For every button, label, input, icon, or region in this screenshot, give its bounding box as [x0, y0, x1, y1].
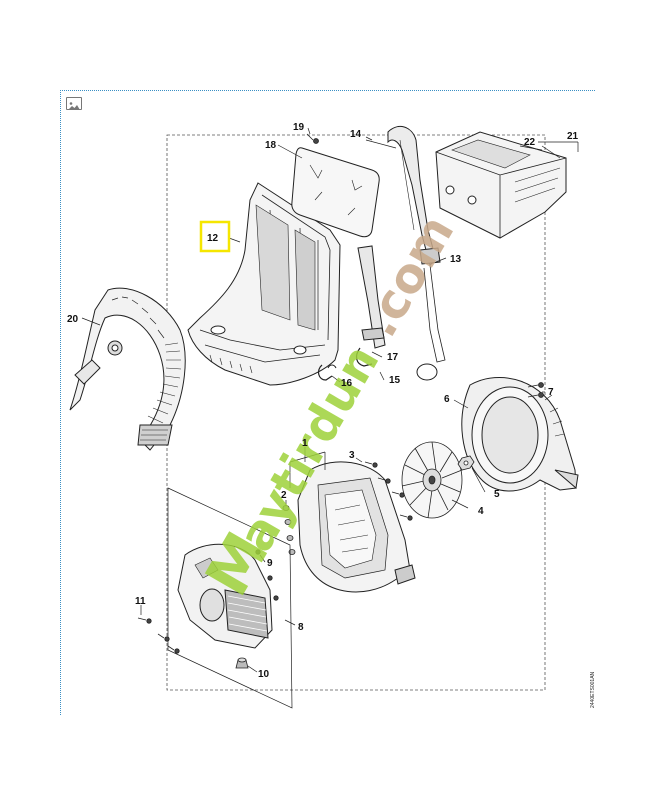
- callout-1: 1: [302, 438, 308, 449]
- part-screws-11: [137, 617, 180, 654]
- callout-3: 3: [349, 450, 355, 461]
- part-nut-5: [457, 455, 475, 471]
- part-screw-19: [306, 133, 319, 144]
- callout-11: 11: [135, 596, 146, 607]
- callout-8: 8: [298, 622, 304, 633]
- callout-20: 20: [67, 314, 79, 325]
- callout-2: 2: [281, 490, 287, 501]
- part-back-pad: [291, 147, 380, 238]
- image-icon-glyph: [68, 102, 80, 110]
- part-lower-strap: [317, 245, 386, 381]
- part-screws-9: [255, 549, 279, 601]
- callout-16: 16: [341, 378, 353, 389]
- part-fan-housing: [297, 461, 416, 593]
- callout-22: 22: [524, 137, 536, 148]
- highlight-box: [199, 220, 231, 253]
- part-impeller: [401, 441, 463, 519]
- part-engine-cover: [167, 487, 293, 709]
- callout-12: 12: [207, 233, 219, 244]
- callout-4: 4: [478, 506, 484, 517]
- part-volute: [461, 377, 579, 492]
- callout-10: 10: [258, 669, 270, 680]
- callout-18: 18: [265, 140, 277, 151]
- callout-21: 21: [567, 131, 579, 142]
- callout-labels: 1 2 3 4 5 6 7 8 9 10 11 12 13 14 15 16 1…: [67, 122, 579, 680]
- part-screw-7: [527, 382, 544, 398]
- document-id: 2440ETS001AN: [590, 671, 596, 708]
- part-tank: [435, 131, 567, 239]
- part-bushings-2: [282, 505, 296, 555]
- callout-13: 13: [450, 254, 462, 265]
- callout-17: 17: [387, 352, 399, 363]
- callout-7: 7: [548, 387, 554, 398]
- callout-19: 19: [293, 122, 305, 133]
- callout-15: 15: [389, 375, 401, 386]
- callout-6: 6: [444, 394, 450, 405]
- callout-14: 14: [350, 129, 362, 140]
- part-grommet-10: [235, 657, 249, 669]
- part-screws-3: [364, 461, 413, 521]
- callout-9: 9: [267, 558, 273, 569]
- callout-5: 5: [494, 489, 500, 500]
- image-icon: [66, 97, 82, 110]
- part-shroud: [69, 287, 186, 451]
- part-back-frame: [187, 182, 341, 386]
- part-shoulder-strap: [365, 125, 446, 381]
- leader-lines: [81, 127, 579, 673]
- diagram-frame: [60, 90, 595, 715]
